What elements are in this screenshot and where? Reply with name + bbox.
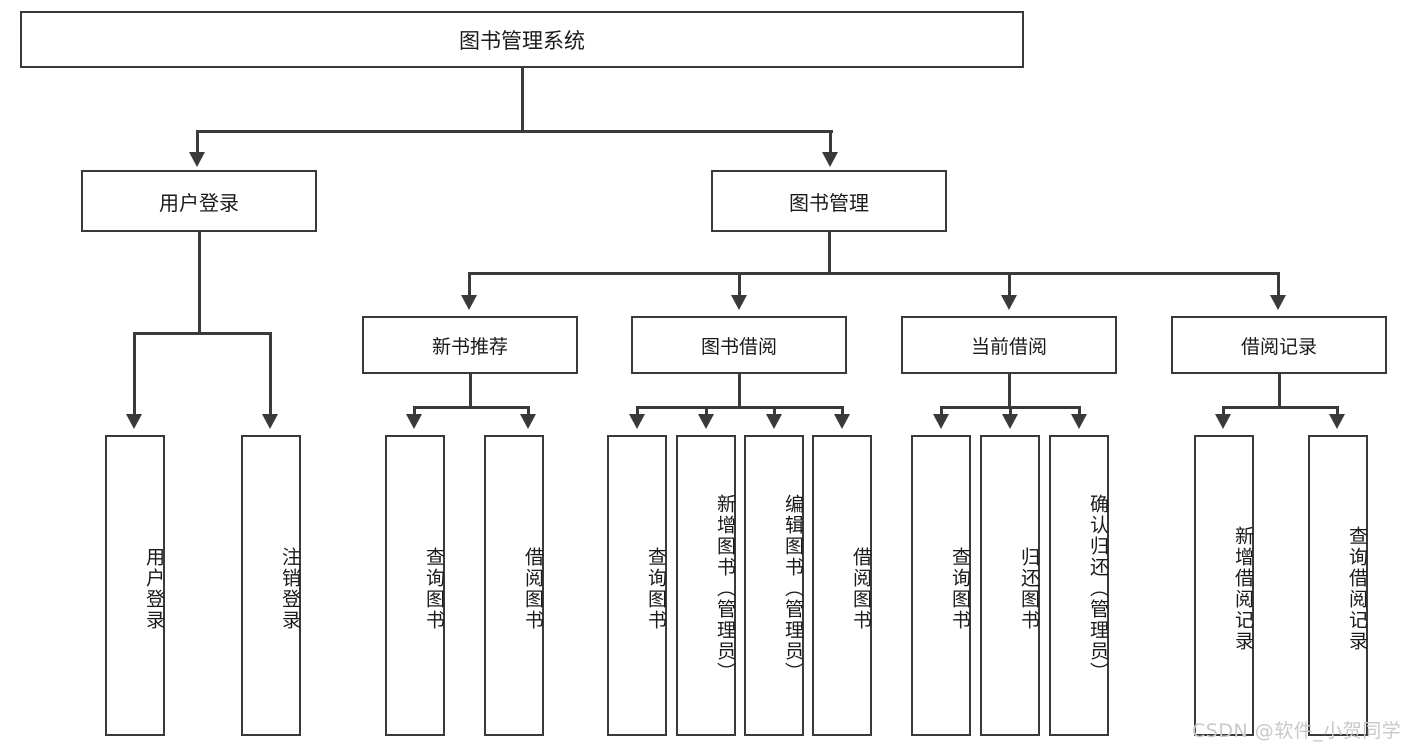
edge-to-book-management (829, 130, 832, 156)
arrow-user-login-child1 (126, 414, 142, 429)
arrow-nbr-child1 (406, 414, 422, 429)
arrow-bb-child2 (698, 414, 714, 429)
node-book-borrow[interactable]: 图书借阅 (631, 316, 847, 374)
node-label: 借阅记录 (1240, 335, 1317, 358)
edge-book-borrow-stem (738, 374, 741, 408)
edge-user-login-child2 (269, 332, 272, 417)
arrow-bb-child3 (766, 414, 782, 429)
edge-book-borrow-bus (636, 406, 844, 409)
leaf-label: 查询图书 (423, 546, 445, 631)
leaf-label: 查询借阅记录 (1346, 525, 1368, 652)
edge-to-borrow-record (1277, 272, 1280, 298)
arrow-to-book-management (822, 152, 838, 167)
edge-user-login-stem (198, 232, 201, 334)
leaf-cb-query-book[interactable]: 查询图书 (911, 435, 971, 736)
leaf-bb-query-book[interactable]: 查询图书 (607, 435, 667, 736)
leaf-label: 新增图书（管理员） (714, 494, 736, 683)
edge-user-login-child1 (133, 332, 136, 417)
watermark-text: CSDN @软件_小贺同学 (1192, 720, 1402, 742)
leaf-label: 注销登录 (279, 546, 301, 631)
edge-nbr-child1 (413, 406, 416, 417)
node-root-book-management-system[interactable]: 图书管理系统 (20, 11, 1024, 68)
arrow-br-child2 (1329, 414, 1345, 429)
leaf-label: 归还图书 (1018, 546, 1040, 631)
edge-user-login-bus (133, 332, 269, 335)
node-current-borrow[interactable]: 当前借阅 (901, 316, 1117, 374)
leaf-br-query-record[interactable]: 查询借阅记录 (1308, 435, 1368, 736)
leaf-label: 查询图书 (645, 546, 667, 631)
edge-root-stem (521, 68, 524, 132)
edge-borrow-record-stem (1278, 374, 1281, 408)
edge-level3-bus (468, 272, 1280, 275)
leaf-cb-confirm-return-admin[interactable]: 确认归还（管理员） (1049, 435, 1109, 736)
node-user-login[interactable]: 用户登录 (81, 170, 317, 232)
leaf-nbr-query-book[interactable]: 查询图书 (385, 435, 445, 736)
arrow-to-current-borrow (1001, 295, 1017, 310)
node-borrow-record[interactable]: 借阅记录 (1171, 316, 1387, 374)
leaf-bb-borrow-book[interactable]: 借阅图书 (812, 435, 872, 736)
edge-cb-child2 (1009, 406, 1012, 417)
edge-new-book-recommend-stem (469, 374, 472, 408)
leaf-user-login-logout[interactable]: 注销登录 (241, 435, 301, 736)
edge-book-management-stem (828, 232, 831, 274)
edge-new-book-recommend-bus (413, 406, 530, 409)
arrow-cb-child1 (933, 414, 949, 429)
node-label: 图书借阅 (700, 335, 777, 358)
leaf-label: 借阅图书 (522, 546, 544, 631)
node-label: 图书管理 (789, 190, 869, 215)
arrow-nbr-child2 (520, 414, 536, 429)
edge-nbr-child2 (527, 406, 530, 417)
leaf-br-add-record[interactable]: 新增借阅记录 (1194, 435, 1254, 736)
leaf-label: 确认归还（管理员） (1087, 494, 1109, 683)
leaf-label: 用户登录 (143, 546, 165, 631)
node-label: 当前借阅 (970, 335, 1047, 358)
edge-level2-bus (196, 130, 833, 133)
edge-bb-child2 (705, 406, 708, 417)
leaf-label: 借阅图书 (850, 546, 872, 631)
arrow-user-login-child2 (262, 414, 278, 429)
leaf-cb-return-book[interactable]: 归还图书 (980, 435, 1040, 736)
arrow-to-new-book-recommend (461, 295, 477, 310)
node-book-management[interactable]: 图书管理 (711, 170, 947, 232)
leaf-label: 查询图书 (949, 546, 971, 631)
leaf-label: 新增借阅记录 (1232, 525, 1254, 652)
arrow-br-child1 (1215, 414, 1231, 429)
edge-cb-child3 (1078, 406, 1081, 417)
edge-bb-child4 (841, 406, 844, 417)
edge-bb-child1 (636, 406, 639, 417)
arrow-bb-child1 (629, 414, 645, 429)
edge-to-book-borrow (738, 272, 741, 298)
node-label: 图书管理系统 (459, 28, 585, 53)
arrow-to-borrow-record (1270, 295, 1286, 310)
leaf-nbr-borrow-book[interactable]: 借阅图书 (484, 435, 544, 736)
node-label: 新书推荐 (431, 335, 508, 358)
edge-br-child1 (1222, 406, 1225, 417)
node-label: 用户登录 (159, 190, 239, 215)
arrow-cb-child3 (1071, 414, 1087, 429)
leaf-bb-edit-book-admin[interactable]: 编辑图书（管理员） (744, 435, 804, 736)
edge-bb-child3 (773, 406, 776, 417)
arrow-to-user-login (189, 152, 205, 167)
leaf-bb-add-book-admin[interactable]: 新增图书（管理员） (676, 435, 736, 736)
node-new-book-recommend[interactable]: 新书推荐 (362, 316, 578, 374)
arrow-bb-child4 (834, 414, 850, 429)
edge-to-user-login (196, 130, 199, 156)
edge-current-borrow-stem (1008, 374, 1011, 408)
edge-borrow-record-bus (1222, 406, 1339, 409)
edge-to-new-book-recommend (468, 272, 471, 298)
leaf-user-login-login[interactable]: 用户登录 (105, 435, 165, 736)
edge-cb-child1 (940, 406, 943, 417)
edge-to-current-borrow (1008, 272, 1011, 298)
edge-br-child2 (1336, 406, 1339, 417)
arrow-cb-child2 (1002, 414, 1018, 429)
leaf-label: 编辑图书（管理员） (782, 494, 804, 683)
arrow-to-book-borrow (731, 295, 747, 310)
